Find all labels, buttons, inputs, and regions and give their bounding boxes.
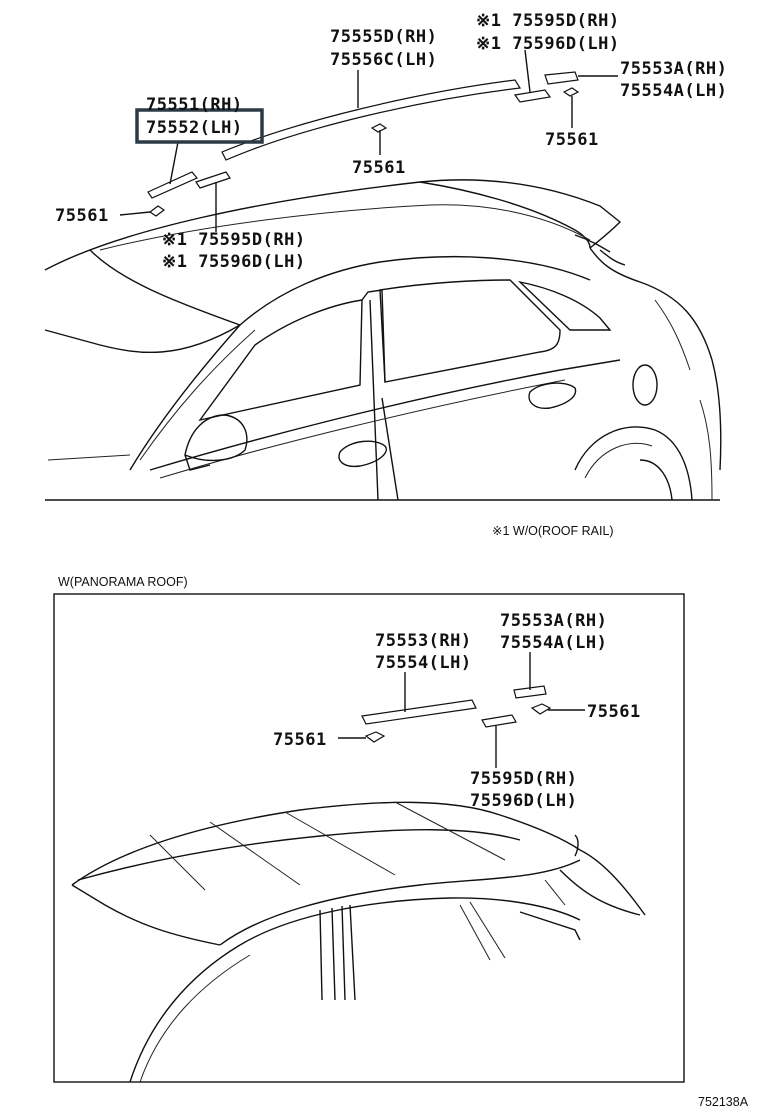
label-top-c-lh: 75554A(LH) xyxy=(620,81,727,101)
diagram-id: 752138A xyxy=(698,1095,749,1109)
label-top-d-rh: 75551(RH) xyxy=(146,95,243,115)
roof-moulding-cover-front xyxy=(195,171,231,189)
section-label-panorama: W(PANORAMA ROOF) xyxy=(58,575,188,589)
label-top-c-rh: 75553A(RH) xyxy=(620,59,727,79)
roof-moulding-cover-rear xyxy=(513,89,552,103)
panorama-frame xyxy=(53,593,685,1083)
label-top-e-lh: ※1 75596D(LH) xyxy=(162,252,306,272)
label-top-clip1: 75561 xyxy=(55,206,109,226)
car-body-top xyxy=(44,179,722,501)
label-bottom-clip2: 75561 xyxy=(587,702,641,722)
label-bottom-b-rh: 75553(RH) xyxy=(375,631,472,651)
clip-icon xyxy=(148,87,580,217)
label-bottom-b-lh: 75554(LH) xyxy=(375,653,472,673)
clip-icon xyxy=(364,703,552,743)
label-top-e-rh: ※1 75595D(RH) xyxy=(162,230,306,250)
panorama-moulding-end xyxy=(513,685,547,699)
roof-moulding-front xyxy=(147,171,198,199)
label-bottom-a-rh: 75553A(RH) xyxy=(500,611,607,631)
leader-lines-bottom xyxy=(338,652,585,768)
label-top-b-rh: ※1 75595D(RH) xyxy=(476,11,620,31)
label-top-d-lh: 75552(LH) xyxy=(146,118,243,138)
label-bottom-c-rh: 75595D(RH) xyxy=(470,769,577,789)
label-top-clip2: 75561 xyxy=(352,158,406,178)
label-top-b-lh: ※1 75596D(LH) xyxy=(476,34,620,54)
label-bottom-a-lh: 75554A(LH) xyxy=(500,633,607,653)
leader-lines-top xyxy=(119,49,618,232)
label-top-a-rh: 75555D(RH) xyxy=(330,27,437,47)
label-top-clip3: 75561 xyxy=(545,130,599,150)
roof-moulding-end-rear xyxy=(544,71,579,85)
label-bottom-clip1: 75561 xyxy=(273,730,327,750)
footnote-roof-rail: ※1 W/O(ROOF RAIL) xyxy=(492,524,614,538)
label-bottom-c-lh: 75596D(LH) xyxy=(470,791,577,811)
car-body-bottom xyxy=(71,801,646,1083)
roof-moulding-main xyxy=(221,79,522,161)
panorama-moulding-cover xyxy=(481,714,517,728)
label-top-a-lh: 75556C(LH) xyxy=(330,50,437,70)
highlight-box xyxy=(135,108,264,144)
panorama-roof-moulding xyxy=(361,699,477,725)
